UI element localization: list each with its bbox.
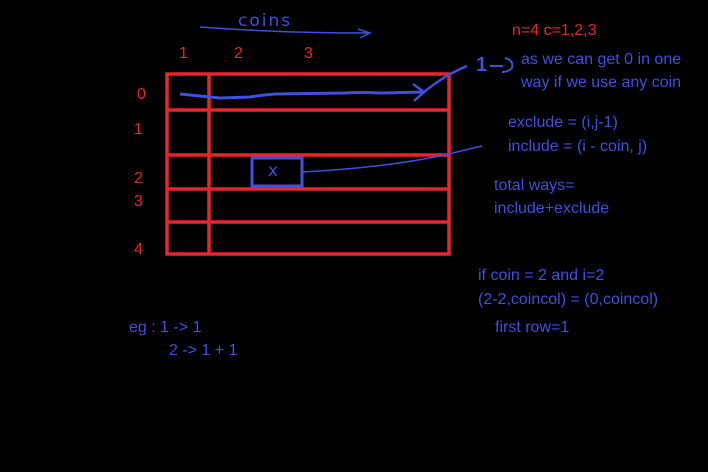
dp-table-grid [165,72,451,256]
one-arrow-head [501,57,514,73]
row-zero-arrow [179,90,426,100]
eg-line-1: eg : 1 -> 1 [129,319,202,336]
dp-table-border [165,72,451,256]
row-label-4: 4 [134,241,143,258]
total-ways-line-2: include+exclude [494,200,610,217]
column-label-3: 3 [304,45,313,62]
first-row-note-line-2: way if we use any coin [521,74,682,91]
row-label-3: 3 [134,193,143,210]
row-label-0: 0 [137,86,146,103]
coins-arrow-head [357,28,372,39]
row-label-2: 2 [134,170,143,187]
example-computation: (2-2,coincol) = (0,coincol) [478,291,659,308]
coins-arrow [199,26,369,34]
total-ways-line-1: total ways= [494,177,575,194]
coins-label: coins [238,11,293,31]
row-label-1: 1 [134,121,143,138]
first-row-note-line-1: as we can get 0 in one [521,51,682,68]
exclude-formula: exclude = (i,j-1) [508,114,618,131]
eg-line-2: 2 -> 1 + 1 [169,342,238,359]
cell-to-notes-connector [301,145,483,173]
row-zero-connector [423,64,468,93]
arrow-mark: 1 [476,54,488,76]
column-label-1: 1 [179,45,188,62]
include-formula: include = (i - coin, j) [508,138,648,155]
example-condition: if coin = 2 and i=2 [478,267,605,284]
column-label-2: 2 [234,45,243,62]
first-row-value: first row=1 [495,319,570,336]
cell-mark: x [268,161,280,181]
problem-params: n=4 c=1,2,3 [512,22,597,39]
